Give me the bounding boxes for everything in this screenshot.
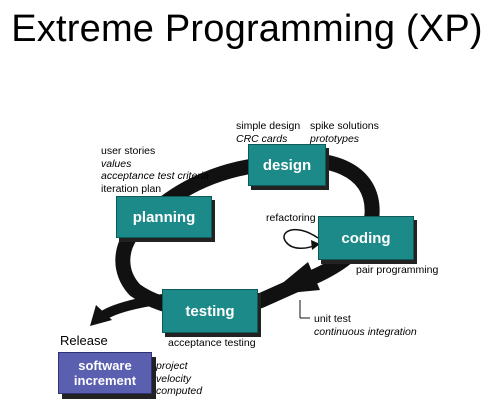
release-label: Release (60, 333, 108, 348)
pair-programming-note: pair programming (356, 264, 439, 276)
design-label: design (262, 156, 312, 174)
design-left-note: simple design CRC cards (236, 120, 301, 145)
refactoring-note: refactoring (266, 212, 316, 224)
coding-label: coding (341, 229, 391, 247)
design-box: design (248, 144, 326, 186)
arrowhead-to-testing (268, 262, 320, 295)
increment-line2: increment (73, 373, 137, 388)
arrowhead-to-release (90, 305, 112, 326)
slide-title: Extreme Programming (XP) (11, 8, 483, 50)
acceptance-testing-note: acceptance testing (168, 337, 256, 349)
planning-box: planning (116, 196, 212, 238)
increment-meta-note: project velocity computed (156, 360, 203, 397)
testing-box: testing (162, 289, 258, 333)
design-right-note: spike solutions prototypes (310, 120, 379, 145)
planning-note: user stories values acceptance test crit… (101, 145, 209, 195)
refactoring-arrowhead (311, 240, 320, 250)
unit-test-note: unit test continuous integration (314, 313, 417, 338)
testing-label: testing (185, 302, 235, 320)
increment-line1: software (78, 358, 132, 373)
coding-box: coding (318, 216, 414, 260)
software-increment-box: software increment (58, 352, 152, 394)
refactoring-loop (283, 228, 319, 249)
planning-label: planning (132, 208, 196, 226)
